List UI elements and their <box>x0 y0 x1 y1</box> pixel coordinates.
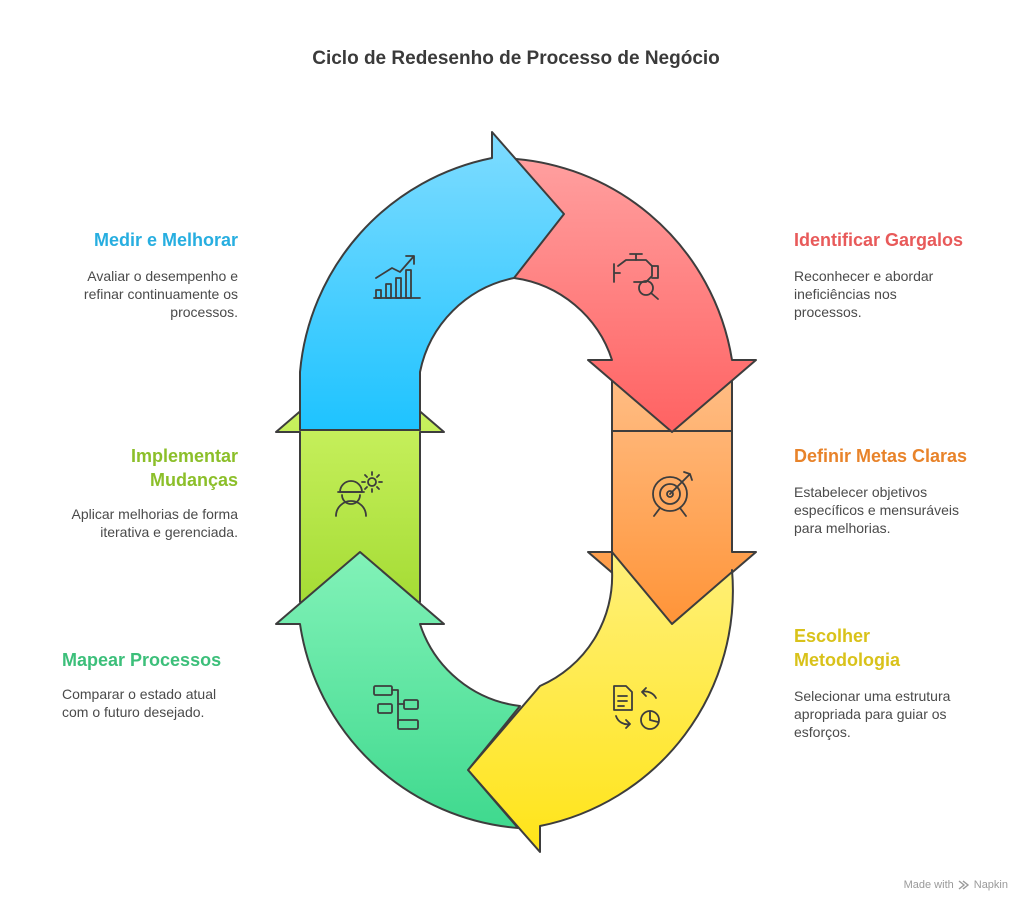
step-desc-medir: Avaliar o desempenho e refinar continuam… <box>83 268 238 320</box>
step-title-definir: Definir Metas Claras <box>794 446 968 466</box>
step-title-mapear: Mapear Processos <box>62 650 222 670</box>
segment-identificar <box>491 156 757 433</box>
step-desc-mapear: Comparar o estado atual com o futuro des… <box>62 686 217 720</box>
segment-escolher <box>467 551 734 853</box>
segment-medir <box>299 131 565 431</box>
step-title-identificar: Identificar Gargalos <box>794 230 964 250</box>
step-desc-implementar: Aplicar melhorias de forma iterativa e g… <box>71 506 238 540</box>
step-title-medir: Medir e Melhorar <box>93 230 238 250</box>
step-desc-escolher: Selecionar uma estrutura apropriada para… <box>794 688 951 740</box>
document-chart-cycle-icon <box>613 685 660 730</box>
watermark-prefix: Made with <box>903 879 954 891</box>
watermark-brand: Napkin <box>973 879 1008 891</box>
diagram-title: Ciclo de Redesenho de Processo de Negóci… <box>312 48 720 69</box>
engine-search-icon <box>613 253 659 300</box>
step-title-escolher: Escolher Metodologia <box>794 626 900 670</box>
target-icon <box>652 471 693 517</box>
growth-chart-icon <box>373 255 421 299</box>
step-desc-definir: Estabelecer objetivos específicos e mens… <box>794 484 959 536</box>
napkin-logo-icon <box>958 880 969 890</box>
worker-gear-icon <box>335 471 383 517</box>
flowchart-icon <box>373 685 419 730</box>
watermark[interactable]: Made with Napkin <box>904 879 1008 891</box>
step-desc-identificar: Reconhecer e abordar ineficiências nos p… <box>794 268 934 320</box>
step-title-implementar: Implementar Mudanças <box>130 446 238 490</box>
